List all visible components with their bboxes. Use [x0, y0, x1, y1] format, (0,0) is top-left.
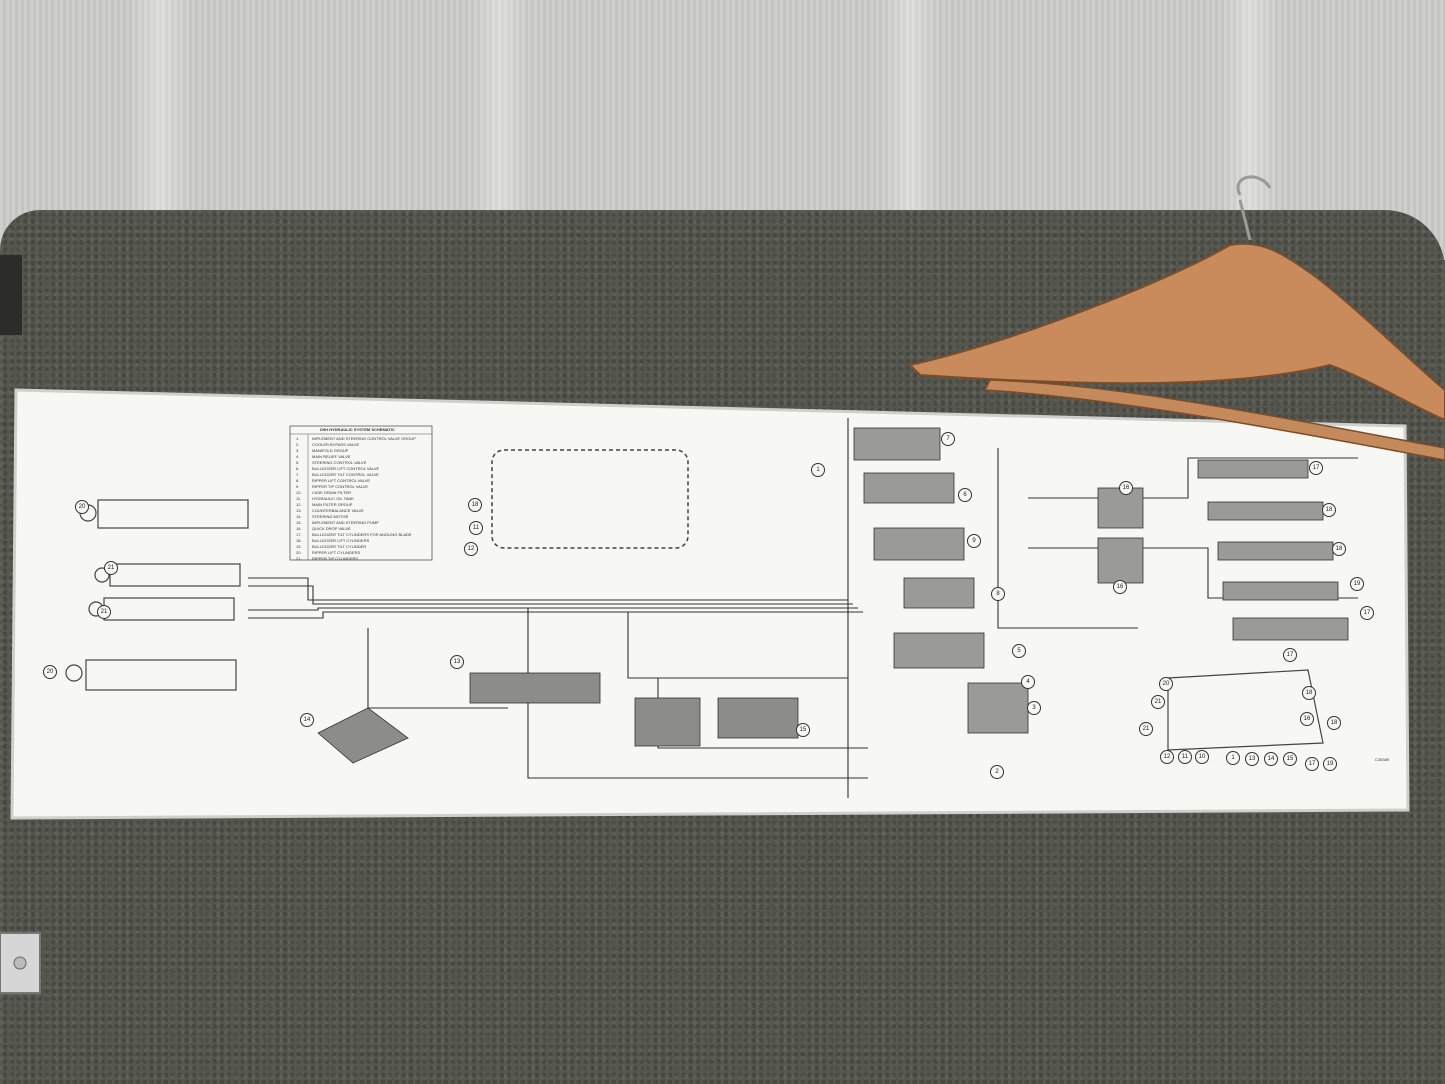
legend-item-label: COOLER BYPASS VALVE — [312, 442, 360, 447]
legend-item-number: 12. — [296, 502, 302, 507]
tractor-plan-view — [1167, 669, 1324, 751]
legend-item-number: 21. — [296, 556, 302, 561]
callout-bubble: 16 — [1113, 580, 1127, 594]
callout-bubble: 12 — [1160, 750, 1174, 764]
legend-item-label: STEERING CONTROL VALVE — [312, 460, 367, 465]
legend-item-number: 2. — [296, 442, 300, 447]
callout-bubble: 14 — [300, 713, 314, 727]
callout-bubble: 2 — [990, 765, 1004, 779]
legend-item-number: 9. — [296, 484, 300, 489]
legend-item-label: BULLDOZER LIFT CYLINDERS — [312, 538, 370, 543]
legend-item-label: QUICK DROP VALVE — [312, 526, 351, 531]
callout-bubble: 12 — [464, 542, 478, 556]
callout-bubble: 4 — [1021, 675, 1035, 689]
legend-item-label: RIPPER TIP CONTROL VALVE — [312, 484, 369, 489]
callout-bubble: 18 — [1327, 716, 1341, 730]
legend-item-label: MAIN FILTER GROUP — [312, 502, 353, 507]
callout-bubble: 16 — [1119, 481, 1133, 495]
callout-bubble: 6 — [958, 488, 972, 502]
schematic-title: D9H HYDRAULIC SYSTEM SCHEMATIC — [320, 427, 395, 432]
legend-item-number: 20. — [296, 550, 302, 555]
legend-item-label: RIPPER LIFT CONTROL VALVE — [312, 478, 371, 483]
legend-item-label: BULLDOZER TILT CYLINDER — [312, 544, 367, 549]
callout-bubble: 18 — [1332, 542, 1346, 556]
callout-bubble: 21 — [1139, 722, 1153, 736]
callout-bubble: 21 — [104, 561, 118, 575]
legend-table — [289, 425, 433, 561]
callout-bubble: 13 — [1245, 752, 1259, 766]
legend-item-number: 19. — [296, 544, 302, 549]
callout-bubble: 21 — [1151, 695, 1165, 709]
callout-bubble: 20 — [75, 500, 89, 514]
callout-bubble: 15 — [1283, 752, 1297, 766]
valve-stack — [853, 427, 1029, 734]
legend-item-label: BULLDOZER TILT CYLINDERS FOR ANGLING BLA… — [312, 532, 412, 537]
callout-bubble: 17 — [1305, 757, 1319, 771]
legend-item-label: RIPPER TIP CYLINDERS — [312, 556, 359, 561]
callout-bubble: 1 — [1226, 751, 1240, 765]
legend-item-number: 3. — [296, 448, 300, 453]
legend-item-number: 6. — [296, 466, 300, 471]
legend-item-number: 16. — [296, 526, 302, 531]
legend-item-number: 5. — [296, 460, 300, 465]
legend-item-label: IMPLEMENT AND STEERING CONTROL VALVE GRO… — [312, 436, 416, 441]
callout-bubble: 10 — [1195, 750, 1209, 764]
legend-item-number: 8. — [296, 478, 300, 483]
callout-bubble: 8 — [991, 587, 1005, 601]
callout-bubble: 11 — [1178, 750, 1192, 764]
frame-edge — [0, 255, 22, 335]
legend-item-label: IMPLEMENT AND STEERING PUMP — [312, 520, 379, 525]
callout-bubble: 17 — [1360, 606, 1374, 620]
legend-item-number: 14. — [296, 514, 302, 519]
callout-bubble: 11 — [469, 521, 483, 535]
callout-bubble: 1 — [811, 463, 825, 477]
callout-bubble: 18 — [468, 498, 482, 512]
legend-item-label: BULLDOZER TILT CONTROL VALVE — [312, 472, 379, 477]
legend-item-label: MAIN RELIEF VALVE — [312, 454, 351, 459]
callout-bubble: 7 — [941, 432, 955, 446]
legend-item-number: 1. — [296, 436, 300, 441]
legend-item-number: 11. — [296, 496, 302, 501]
callout-bubble: 14 — [1264, 752, 1278, 766]
callout-bubble: 18 — [1302, 686, 1316, 700]
callout-bubble: 19 — [1323, 757, 1337, 771]
callout-bubble: 9 — [967, 534, 981, 548]
callout-bubble: 13 — [450, 655, 464, 669]
legend-item-label: HYDRAULIC OIL TANK — [312, 496, 354, 501]
legend-item-number: 7. — [296, 472, 300, 477]
legend-item-label: BULLDOZER LIFT CONTROL VALVE — [312, 466, 380, 471]
callout-bubble: 20 — [1159, 677, 1173, 691]
callout-bubble: 3 — [1027, 701, 1041, 715]
callout-bubble: 19 — [1350, 577, 1364, 591]
hydraulic-schematic-poster — [10, 388, 1410, 820]
legend-item-label: RIPPER LIFT CYLINDERS — [312, 550, 361, 555]
callout-bubble: 17 — [1283, 648, 1297, 662]
legend-item-number: 13. — [296, 508, 302, 513]
callout-bubble: 15 — [796, 723, 810, 737]
legend-item-number: 18. — [296, 538, 302, 543]
pumps-motors — [317, 672, 799, 764]
callout-bubble: 5 — [1012, 644, 1026, 658]
legend-item-number: 4. — [296, 454, 300, 459]
legend-item-label: CASE DRAIN FILTER — [312, 490, 352, 495]
hydraulic-lines — [248, 418, 1358, 798]
hydraulic-tank — [491, 449, 689, 549]
legend-item-number: 17. — [296, 532, 302, 537]
legend-item-label: STEERING MOTOR — [312, 514, 349, 519]
callout-bubble: 21 — [97, 605, 111, 619]
legend-item-number: 15. — [296, 520, 302, 525]
callout-bubble: 18 — [1322, 503, 1336, 517]
callout-bubble: 20 — [43, 665, 57, 679]
callout-bubble: 16 — [1300, 712, 1314, 726]
binder-clip — [0, 932, 41, 994]
legend-item-label: MANIFOLD GROUP — [312, 448, 349, 453]
legend-item-label: COUNTERBALANCE VALVE — [312, 508, 364, 513]
wooden-hanger — [908, 175, 1445, 461]
legend-item-number: 10. — [296, 490, 302, 495]
schematic-code: C35389 — [1375, 757, 1390, 762]
callout-bubble: 17 — [1309, 461, 1323, 475]
